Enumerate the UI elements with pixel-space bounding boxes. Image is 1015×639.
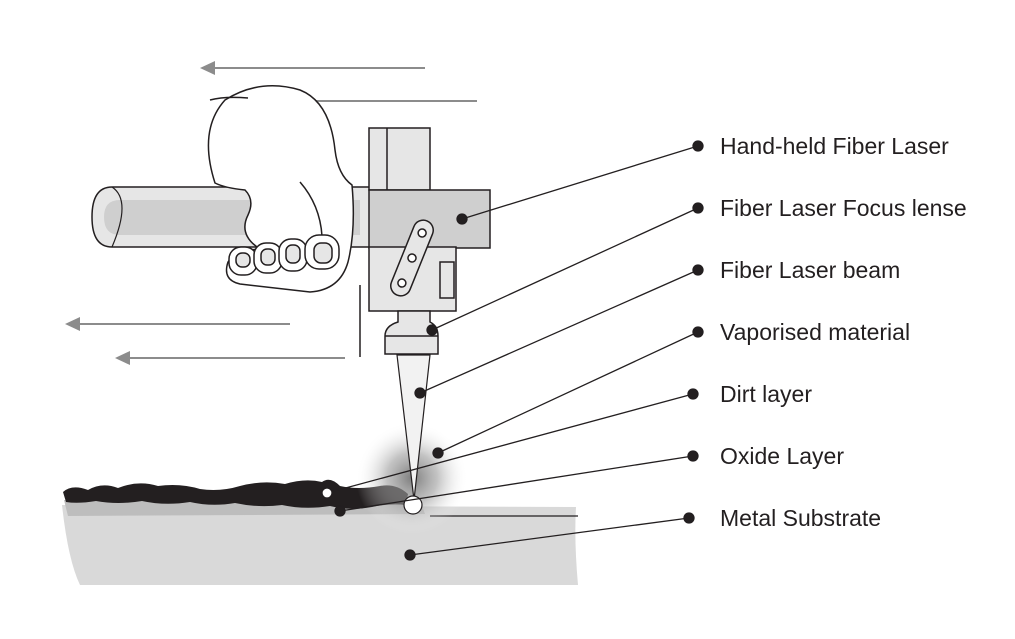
label-oxide-layer: Oxide Layer — [720, 443, 844, 469]
arrow-left-icon — [200, 61, 425, 75]
label-fiber-laser-focus-lense: Fiber Laser Focus lense — [720, 195, 967, 221]
metal-substrate-shape — [62, 505, 578, 585]
label-metal-substrate: Metal Substrate — [720, 505, 881, 531]
leader-lines — [321, 140, 704, 561]
label-dirt-layer: Dirt layer — [720, 381, 812, 407]
motion-arrows — [65, 61, 477, 365]
hand-icon — [207, 85, 355, 293]
dirt-layer-shape — [63, 479, 408, 509]
arrow-left-icon — [115, 351, 345, 365]
labels: Hand-held Fiber Laser Fiber Laser Focus … — [720, 133, 967, 531]
label-vaporised-material: Vaporised material — [720, 319, 910, 345]
label-hand-held-fiber-laser: Hand-held Fiber Laser — [720, 133, 949, 159]
laser-head-icon — [359, 127, 491, 357]
label-fiber-laser-beam: Fiber Laser beam — [720, 257, 900, 283]
arrow-left-icon — [65, 317, 290, 331]
